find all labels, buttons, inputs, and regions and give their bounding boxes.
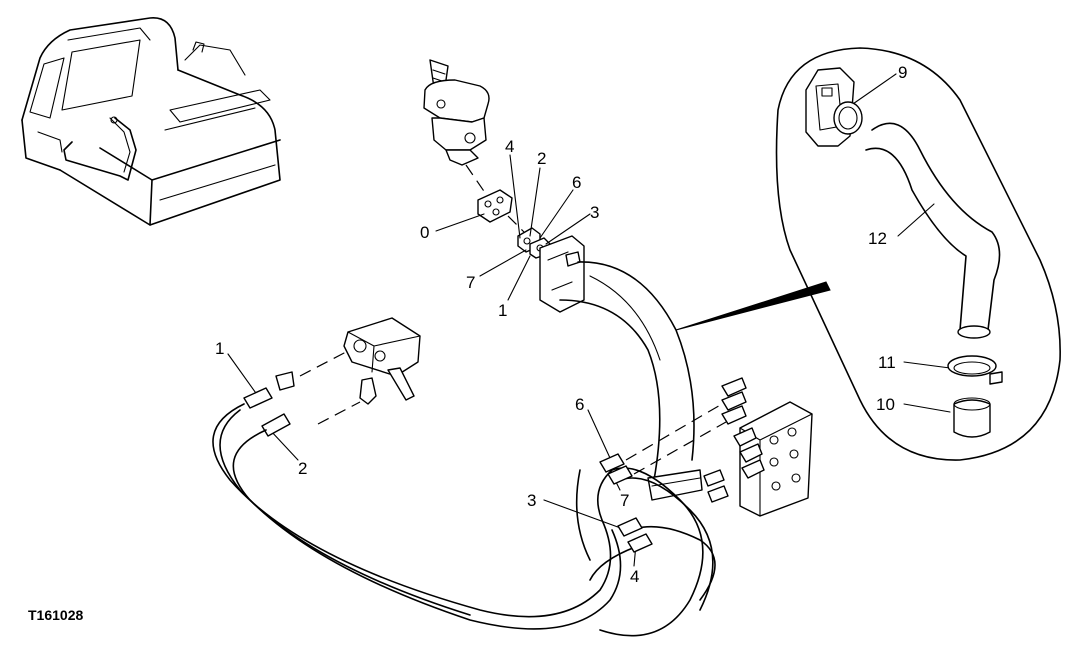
callout-7-top: 7 (466, 273, 475, 292)
valve-block-left (275, 317, 421, 425)
callout-7-mid: 7 (620, 491, 629, 510)
callout-0: 0 (420, 223, 429, 242)
excavator-locator-illustration (21, 17, 281, 226)
hose-loops (212, 403, 716, 637)
callout-12: 12 (868, 229, 887, 248)
hose-fittings-mid (599, 403, 727, 553)
hydraulic-motor (423, 59, 491, 201)
callout-3-top: 3 (590, 203, 599, 222)
callout-9: 9 (898, 63, 907, 82)
callout-2-top: 2 (537, 149, 546, 168)
callout-1-top: 1 (498, 301, 507, 320)
callout-3-bottom: 3 (527, 491, 536, 510)
callout-2-left: 2 (298, 459, 307, 478)
callout-11: 11 (878, 353, 896, 372)
callout-4-bottom: 4 (630, 567, 639, 586)
fitting-block-0 (477, 189, 525, 233)
detail-callout-capsule (775, 47, 1061, 461)
leader-lines (227, 73, 951, 567)
callout-4-top: 4 (505, 137, 514, 156)
manifold-valve (703, 377, 813, 517)
callout-10: 10 (876, 395, 895, 414)
callout-labels: 0 4 2 6 3 7 1 1 2 6 7 3 4 9 12 11 10 (215, 63, 907, 586)
callout-6-top: 6 (572, 173, 581, 192)
elbow-tube (539, 235, 703, 501)
figure-id: T161028 (28, 607, 83, 623)
detail-pointer (675, 281, 831, 331)
hose-end-fittings-left (243, 387, 291, 437)
callout-6-mid: 6 (575, 395, 584, 414)
callout-1-left: 1 (215, 339, 224, 358)
